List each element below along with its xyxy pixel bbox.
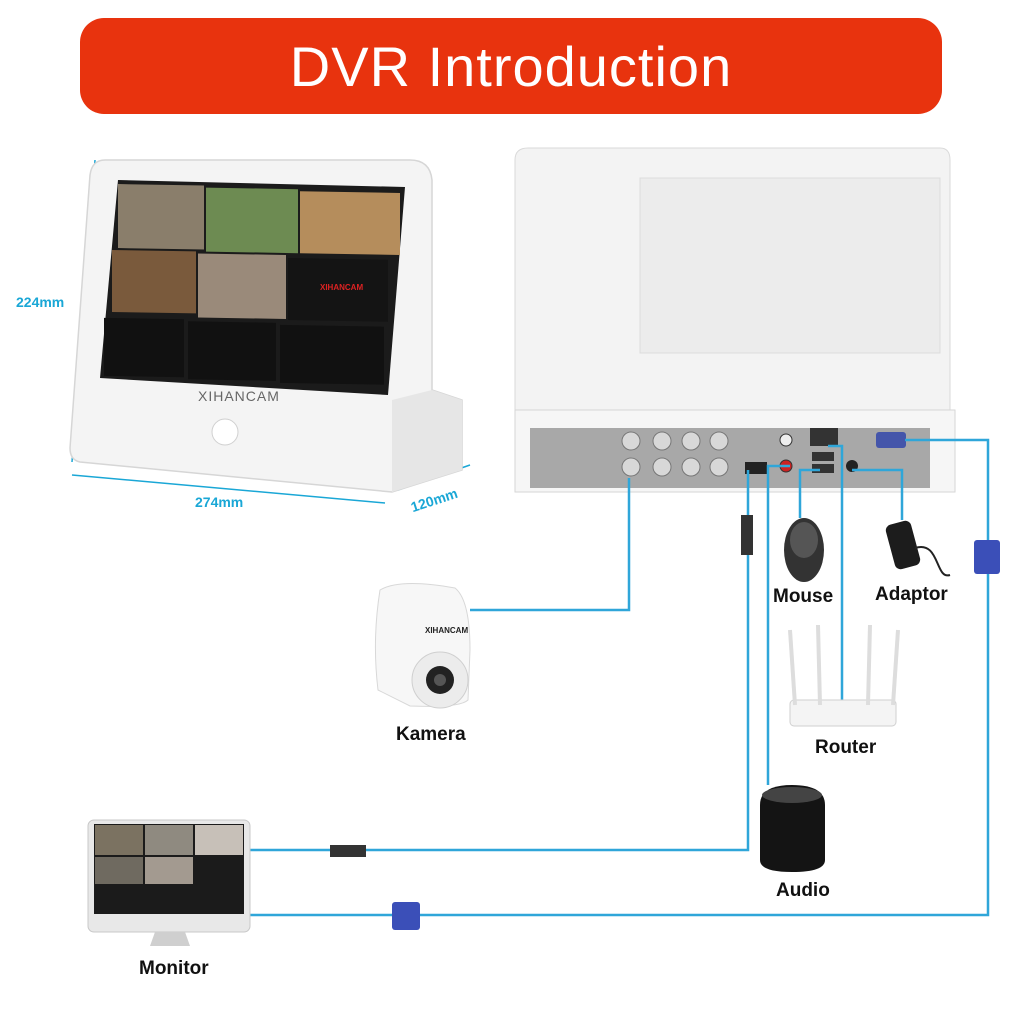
camera-device: [374, 582, 471, 709]
camera-brand-label: XIHANCAM: [425, 626, 469, 635]
page-title: DVR Introduction: [289, 34, 733, 98]
audio-device: [760, 785, 825, 872]
dvr-back-device: [514, 147, 956, 493]
camera-label: Kamera: [396, 724, 466, 745]
dvr-front-device: [69, 159, 463, 493]
router-device: [788, 624, 900, 727]
audio-label: Audio: [776, 880, 830, 901]
monitor-label: Monitor: [139, 958, 209, 979]
cables: [248, 438, 990, 917]
title-banner: DVR Introduction: [80, 18, 942, 114]
channel-brand-label: XIHANCAM: [320, 283, 364, 292]
adaptor-device: [885, 520, 951, 577]
cable-connectors: [330, 515, 1000, 930]
mouse-device: [784, 518, 824, 582]
adaptor-label: Adaptor: [875, 584, 948, 605]
monitor-device: [87, 819, 251, 946]
width-dimension: 274mm: [195, 494, 244, 510]
dvr-brand-label: XIHANCAM: [198, 388, 280, 404]
mouse-label: Mouse: [773, 586, 834, 607]
router-label: Router: [815, 737, 877, 758]
height-dimension: 224mm: [16, 294, 65, 310]
